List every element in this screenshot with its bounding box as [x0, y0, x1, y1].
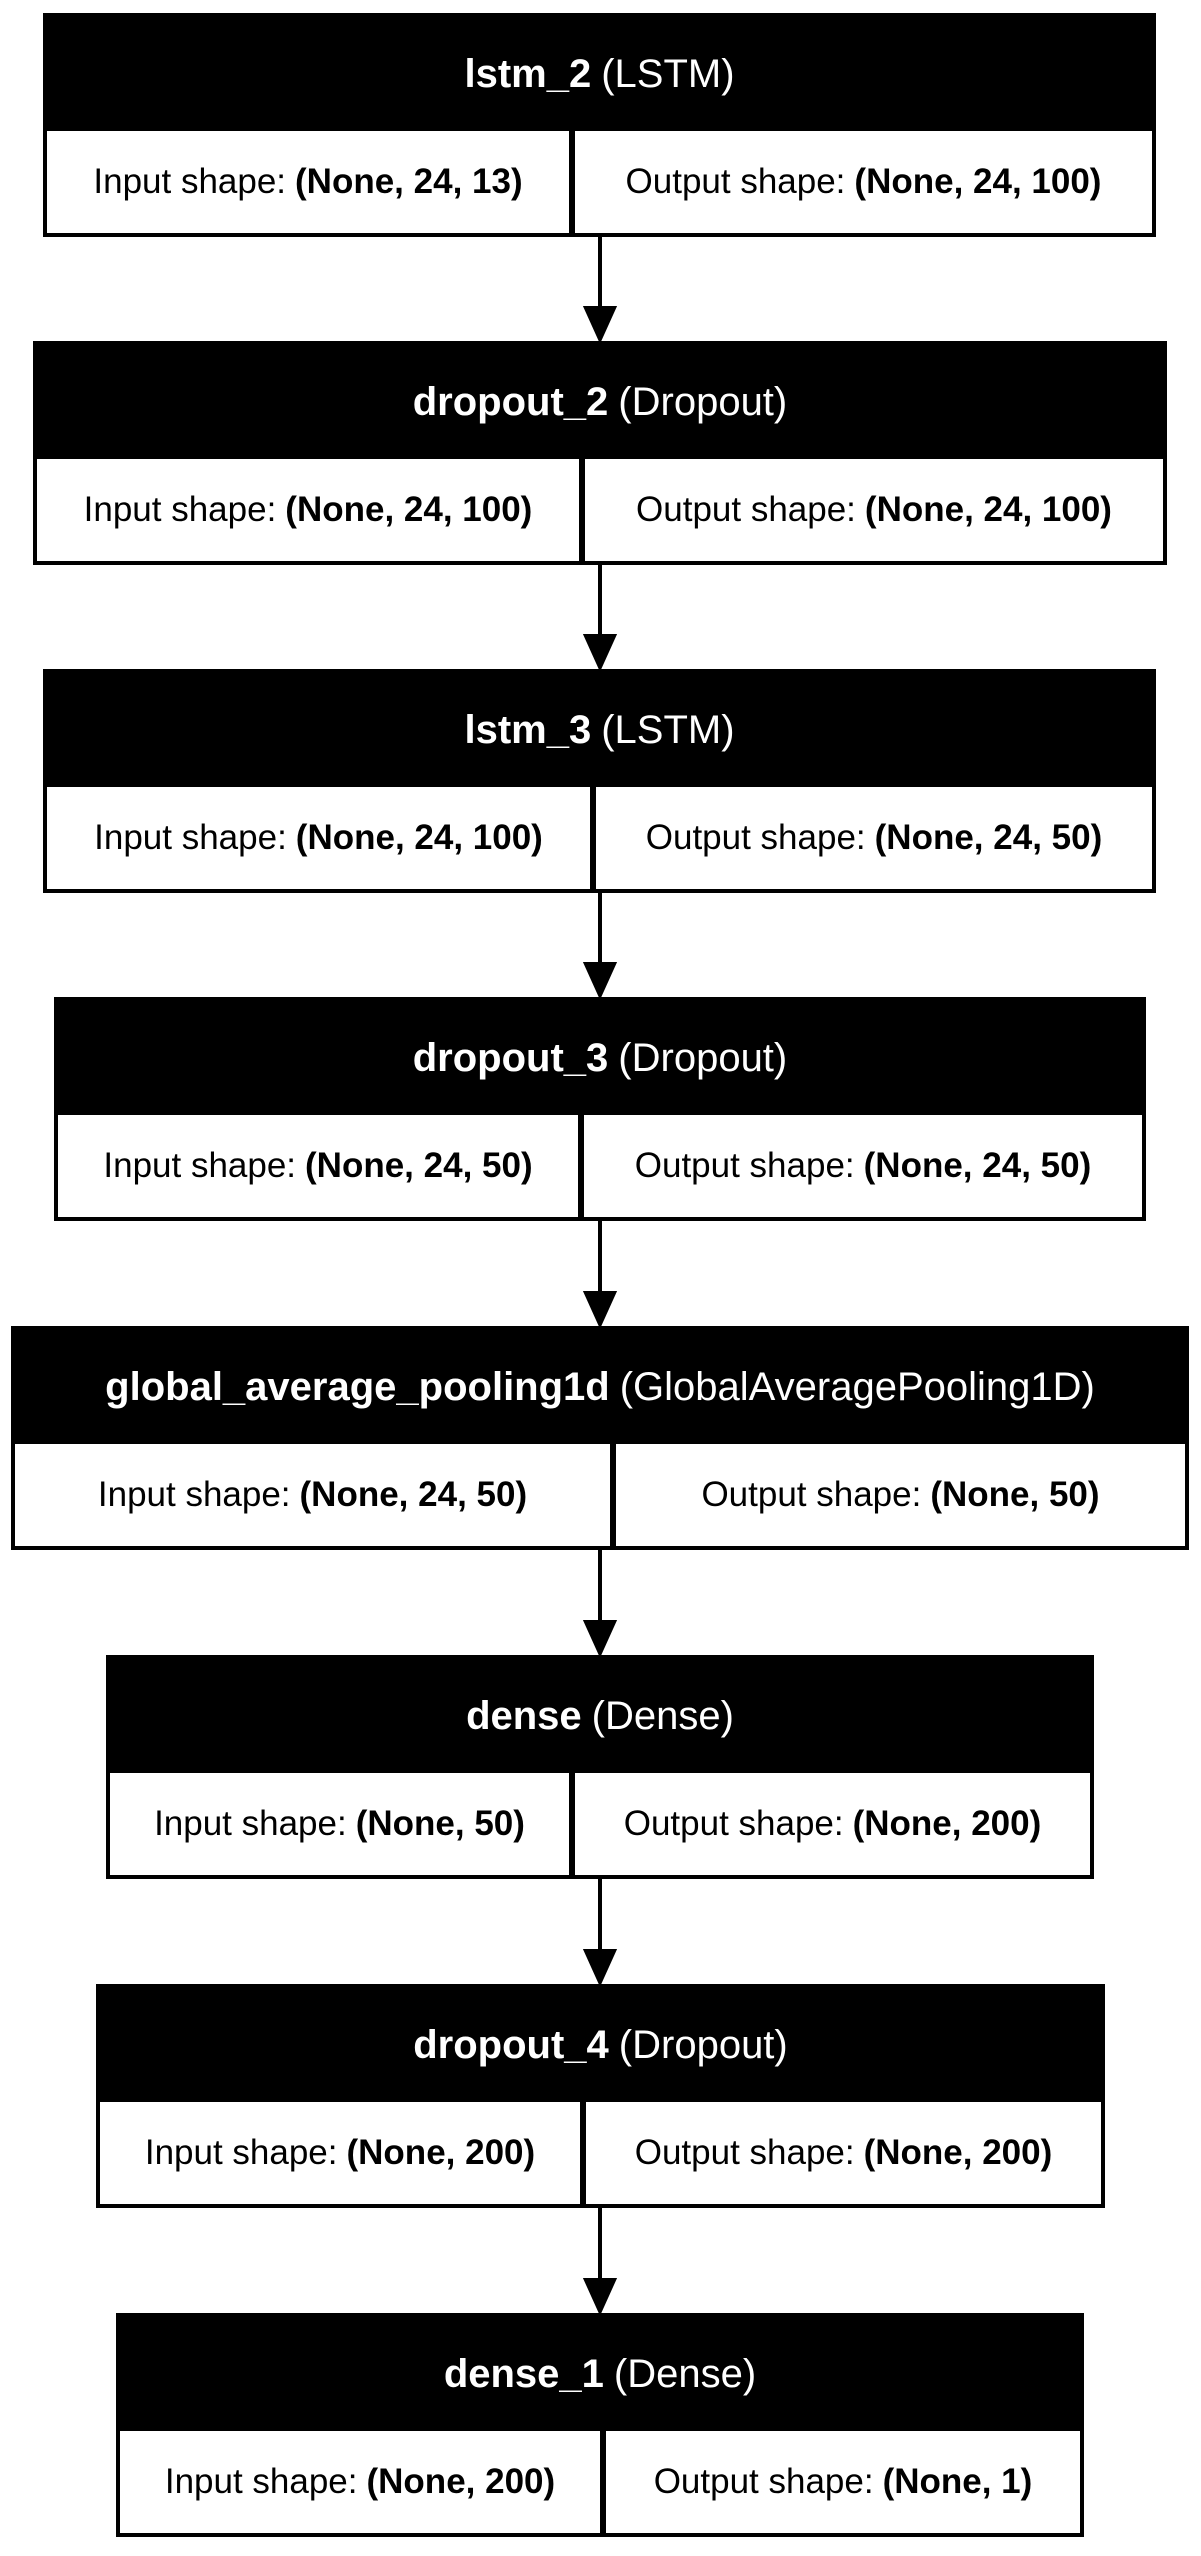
input-shape-label: Input shape: — [83, 490, 277, 529]
layer-name: lstm_3 — [464, 707, 592, 752]
layer-type: (GlobalAveragePooling1D) — [619, 1364, 1095, 1409]
layer-box-lstm-2: lstm_2 (LSTM) Input shape: (None, 24, 13… — [43, 13, 1156, 237]
layer-type: (Dropout) — [618, 379, 788, 424]
layer-box-dense-1: dense_1 (Dense) Input shape: (None, 200)… — [116, 2313, 1084, 2537]
output-shape-label: Output shape: — [701, 1475, 922, 1514]
input-shape-value: (None, 200) — [346, 2133, 536, 2172]
output-shape-cell: Output shape: (None, 200) — [586, 2102, 1101, 2204]
input-shape-value: (None, 24, 100) — [285, 490, 533, 529]
layer-name: lstm_2 — [464, 51, 592, 96]
layer-name: dropout_4 — [413, 2022, 609, 2067]
layer-name: dense — [466, 1693, 582, 1738]
layer-header: lstm_2 (LSTM) — [47, 17, 1152, 131]
layer-shapes: Input shape: (None, 24, 100) Output shap… — [37, 459, 1163, 561]
input-shape-value: (None, 24, 100) — [295, 818, 543, 857]
layer-box-dense: dense (Dense) Input shape: (None, 50) Ou… — [106, 1655, 1094, 1879]
input-shape-value: (None, 24, 50) — [299, 1475, 528, 1514]
output-shape-cell: Output shape: (None, 24, 100) — [585, 459, 1163, 561]
layer-box-dropout-3: dropout_3 (Dropout) Input shape: (None, … — [54, 997, 1146, 1221]
output-shape-label: Output shape: — [625, 162, 846, 201]
layer-shapes: Input shape: (None, 200) Output shape: (… — [120, 2431, 1080, 2533]
input-shape-cell: Input shape: (None, 200) — [100, 2102, 586, 2204]
layer-type: (LSTM) — [601, 707, 735, 752]
input-shape-label: Input shape: — [144, 2133, 338, 2172]
layer-name: dropout_3 — [412, 1035, 609, 1080]
layer-header: dropout_2 (Dropout) — [37, 345, 1163, 459]
arrowhead-icon — [582, 2278, 618, 2316]
output-shape-cell: Output shape: (None, 24, 100) — [575, 131, 1152, 233]
input-shape-value: (None, 24, 50) — [305, 1146, 533, 1185]
output-shape-value: (None, 24, 100) — [864, 490, 1112, 529]
output-shape-label: Output shape: — [645, 818, 866, 857]
layer-header: dropout_4 (Dropout) — [100, 1988, 1101, 2102]
layer-type: (Dropout) — [618, 1035, 788, 1080]
layer-name: dense_1 — [443, 2351, 604, 2396]
input-shape-cell: Input shape: (None, 200) — [120, 2431, 606, 2533]
output-shape-value: (None, 50) — [930, 1475, 1100, 1514]
input-shape-label: Input shape: — [94, 818, 287, 857]
output-shape-label: Output shape: — [636, 490, 856, 529]
input-shape-cell: Input shape: (None, 24, 50) — [58, 1115, 584, 1217]
arrowhead-icon — [582, 634, 618, 672]
output-shape-cell: Output shape: (None, 1) — [606, 2431, 1080, 2533]
input-shape-label: Input shape: — [154, 1804, 347, 1843]
layer-shapes: Input shape: (None, 24, 50) Output shape… — [58, 1115, 1142, 1217]
layer-type: (Dropout) — [618, 2022, 788, 2067]
output-shape-label: Output shape: — [653, 2462, 874, 2501]
layer-name: global_average_pooling1d — [105, 1364, 610, 1409]
layer-name: dropout_2 — [412, 379, 609, 424]
output-shape-value: (None, 24, 100) — [854, 162, 1102, 201]
layer-shapes: Input shape: (None, 50) Output shape: (N… — [110, 1773, 1090, 1875]
layer-header: lstm_3 (LSTM) — [47, 673, 1152, 787]
arrowhead-icon — [582, 962, 618, 1000]
layer-type: (Dense) — [591, 1693, 734, 1738]
layer-type: (Dense) — [613, 2351, 757, 2396]
layer-box-global-average-pooling1d: global_average_pooling1d (GlobalAverageP… — [11, 1326, 1189, 1550]
input-shape-label: Input shape: — [93, 162, 287, 201]
input-shape-cell: Input shape: (None, 24, 13) — [47, 131, 575, 233]
input-shape-cell: Input shape: (None, 50) — [110, 1773, 575, 1875]
output-shape-cell: Output shape: (None, 24, 50) — [596, 787, 1152, 889]
arrowhead-icon — [582, 1620, 618, 1658]
output-shape-label: Output shape: — [634, 2133, 855, 2172]
layer-box-dropout-4: dropout_4 (Dropout) Input shape: (None, … — [96, 1984, 1105, 2208]
arrowhead-icon — [582, 1949, 618, 1987]
input-shape-value: (None, 200) — [366, 2462, 556, 2501]
layer-shapes: Input shape: (None, 24, 50) Output shape… — [15, 1444, 1185, 1546]
output-shape-cell: Output shape: (None, 50) — [616, 1444, 1185, 1546]
layer-shapes: Input shape: (None, 24, 13) Output shape… — [47, 131, 1152, 233]
layer-shapes: Input shape: (None, 200) Output shape: (… — [100, 2102, 1101, 2204]
output-shape-value: (None, 1) — [882, 2462, 1033, 2501]
output-shape-label: Output shape: — [623, 1804, 844, 1843]
layer-type: (LSTM) — [601, 51, 735, 96]
output-shape-label: Output shape: — [634, 1146, 855, 1185]
output-shape-value: (None, 200) — [863, 2133, 1053, 2172]
input-shape-cell: Input shape: (None, 24, 100) — [47, 787, 596, 889]
layer-header: dense_1 (Dense) — [120, 2317, 1080, 2431]
input-shape-label: Input shape: — [164, 2462, 358, 2501]
layer-header: global_average_pooling1d (GlobalAverageP… — [15, 1330, 1185, 1444]
arrowhead-icon — [582, 306, 618, 344]
input-shape-cell: Input shape: (None, 24, 100) — [37, 459, 585, 561]
layer-box-lstm-3: lstm_3 (LSTM) Input shape: (None, 24, 10… — [43, 669, 1156, 893]
output-shape-value: (None, 24, 50) — [863, 1146, 1092, 1185]
input-shape-value: (None, 24, 13) — [295, 162, 523, 201]
output-shape-value: (None, 200) — [852, 1804, 1042, 1843]
layer-box-dropout-2: dropout_2 (Dropout) Input shape: (None, … — [33, 341, 1167, 565]
input-shape-label: Input shape: — [97, 1475, 291, 1514]
layer-header: dropout_3 (Dropout) — [58, 1001, 1142, 1115]
input-shape-cell: Input shape: (None, 24, 50) — [15, 1444, 616, 1546]
output-shape-cell: Output shape: (None, 200) — [575, 1773, 1090, 1875]
output-shape-cell: Output shape: (None, 24, 50) — [584, 1115, 1142, 1217]
input-shape-label: Input shape: — [103, 1146, 297, 1185]
layer-header: dense (Dense) — [110, 1659, 1090, 1773]
layer-shapes: Input shape: (None, 24, 100) Output shap… — [47, 787, 1152, 889]
input-shape-value: (None, 50) — [355, 1804, 525, 1843]
arrowhead-icon — [582, 1291, 618, 1329]
output-shape-value: (None, 24, 50) — [874, 818, 1103, 857]
